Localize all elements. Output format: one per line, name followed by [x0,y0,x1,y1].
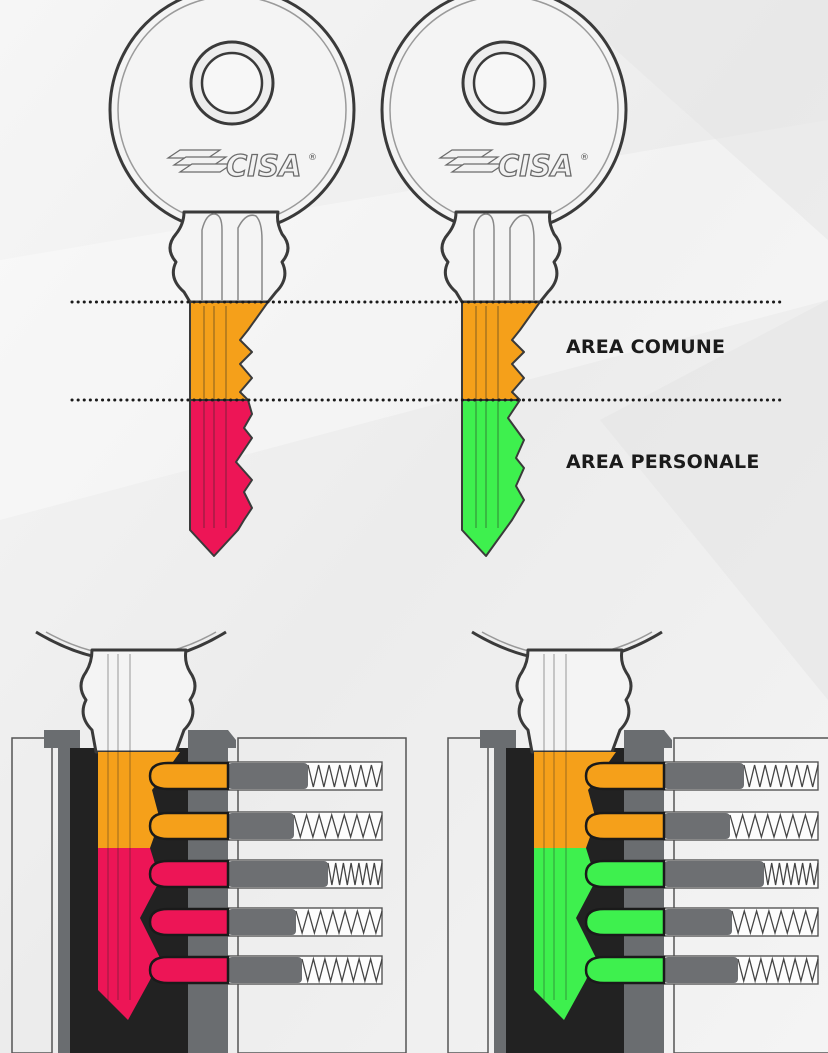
key-blade-personal-zone [189,399,253,557]
cisa-logo-icon [438,149,506,173]
pin-spring [731,908,819,936]
driver-pin [664,861,764,887]
cylinder-housing [44,730,80,1053]
keys-top-row: CISA ® CISA ® [108,0,628,557]
cylinder-right [447,630,828,1053]
key-groove [237,214,263,300]
pin-spring [327,862,383,886]
zone-divider-lines [70,300,782,402]
spring-chamber-frame [237,737,407,1053]
driver-pin [664,909,732,935]
pin-spring [729,812,819,840]
driver-pin [228,957,302,983]
key-pin [584,761,666,791]
driver-pin [228,861,328,887]
pin-spring [295,908,383,936]
key-shoulder [79,648,197,754]
background-facet [560,0,828,240]
cylinder-left [11,630,407,1053]
spring-chamber-frame [673,737,828,1053]
key-pin [584,859,666,889]
pin-spring [763,862,819,886]
pin-spring [301,956,383,984]
driver-pin [664,957,738,983]
key-pin [148,907,230,937]
key-shoulder [440,210,562,304]
area-personal-label: AREA PERSONALE [566,451,760,473]
cylinders-bottom-row [11,630,828,1053]
key-left: CISA ® [108,0,356,557]
key-shoulder [168,210,290,304]
cisa-logo-icon [166,149,234,173]
pin-spring [743,764,819,788]
cylinder-frame [11,737,53,1053]
cylinder-housing [480,730,516,1053]
key-blade-personal-zone [461,399,525,557]
area-common-label: AREA COMUNE [566,336,726,358]
key-pin [148,811,230,841]
brand-registered-mark: ® [308,153,317,163]
driver-pin [228,763,308,789]
driver-pin [228,909,296,935]
key-blade-personal-zone [534,848,596,1020]
key-pin [584,907,666,937]
key-blade-personal-zone [98,848,160,1020]
brand-name: CISA [498,149,573,183]
key-groove [509,214,535,300]
pin-spring [307,764,383,788]
brand-registered-mark: ® [580,153,589,163]
pin-spring [293,812,383,840]
cylinder-frame [447,737,489,1053]
key-groove [201,213,223,300]
key-pin [584,811,666,841]
key-shoulder [515,648,633,754]
key-pin [148,955,230,985]
key-pin [584,955,666,985]
pin-spring [737,956,819,984]
driver-pin [228,813,294,839]
driver-pin [664,813,730,839]
key-pin [148,761,230,791]
key-right: CISA ® [380,0,628,557]
key-groove [473,213,495,300]
key-ring-hole-inner [200,51,264,115]
driver-pin [664,763,744,789]
key-ring-hole-inner [472,51,536,115]
key-pin [148,859,230,889]
brand-name: CISA [226,149,301,183]
